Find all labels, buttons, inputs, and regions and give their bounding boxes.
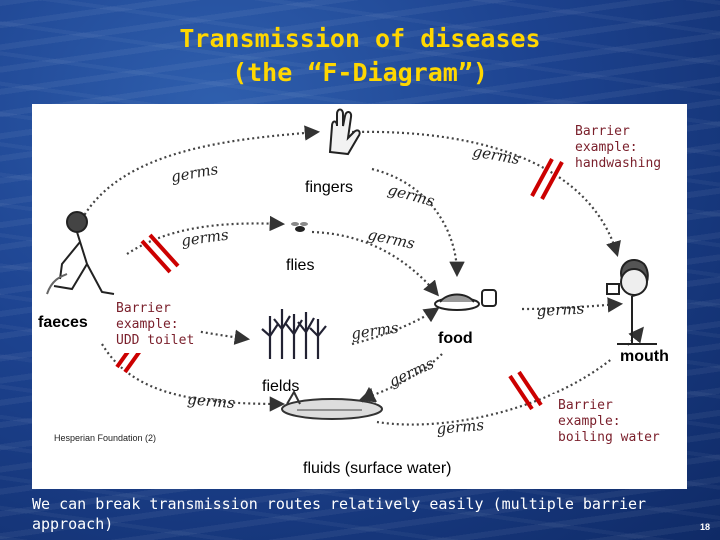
barrier-mark-boiling <box>508 370 543 411</box>
barrier-handwashing-line-1: Barrier <box>575 124 630 139</box>
germs-label-1: germs <box>170 160 220 186</box>
node-faeces: faeces <box>38 314 88 331</box>
footer-line-2: approach) <box>32 515 114 533</box>
germs-label-9: germs <box>436 416 485 438</box>
f-diagram-panel: germs germs germs germs germs germs germ… <box>32 104 687 489</box>
barrier-mark-handwashing <box>530 158 564 200</box>
arrow-food-mouth <box>521 297 624 313</box>
germs-label-6: germs <box>350 318 400 342</box>
barrier-box-handwashing: Barrier example: handwashing <box>569 120 668 176</box>
slide-title: Transmission of diseases (the “F-Diagram… <box>0 22 720 90</box>
footer-line-1: We can break transmission routes relativ… <box>32 495 647 513</box>
title-line-1: Transmission of diseases <box>179 24 541 53</box>
arrow-faeces-flies <box>126 215 286 255</box>
node-fingers: fingers <box>305 179 354 196</box>
barrier-toilet-line-1: Barrier <box>116 301 171 316</box>
node-flies: flies <box>286 257 315 274</box>
title-line-2: (the “F-Diagram”) <box>232 58 488 87</box>
barrier-boiling-line-2: example: <box>558 414 621 429</box>
arrow-fields-food <box>351 307 440 346</box>
germs-label-10: germs <box>386 354 437 391</box>
node-food: food <box>438 330 473 347</box>
f-diagram: germs germs germs germs germs germs germ… <box>46 108 657 443</box>
food-plate-icon <box>434 289 497 311</box>
credit-label: Hesperian Foundation (2) <box>54 433 156 443</box>
drinking-person-icon <box>606 259 657 345</box>
arrow-fluids-mouth <box>376 326 644 426</box>
barrier-handwashing-line-2: example: <box>575 140 638 155</box>
node-fields: fields <box>262 378 300 395</box>
squatting-person-icon <box>46 211 115 295</box>
barrier-toilet-line-3: UDD toilet <box>116 333 195 348</box>
germs-label-3: germs <box>386 180 437 210</box>
page-number: 18 <box>699 522 710 532</box>
barrier-mark-toilet-upper <box>140 233 180 274</box>
hand-icon <box>328 108 361 156</box>
germs-label-5: germs <box>366 225 417 253</box>
barrier-boiling-line-1: Barrier <box>558 398 613 413</box>
fly-icon <box>291 222 308 232</box>
barrier-box-toilet: Barrier example: UDD toilet <box>112 297 199 353</box>
barrier-boiling-line-3: boiling water <box>558 430 660 445</box>
crops-icon <box>261 309 327 359</box>
germs-label-2: germs <box>471 142 521 168</box>
arrow-fingers-food <box>371 167 465 278</box>
barrier-box-boiling: Barrier example: boiling water <box>552 394 666 450</box>
barrier-toilet-line-2: example: <box>116 317 179 332</box>
germs-label-7: germs <box>536 300 585 320</box>
water-body-icon <box>281 386 383 420</box>
node-mouth: mouth <box>612 346 677 368</box>
germs-label-8: germs <box>187 390 236 412</box>
node-fluids: fluids (surface water) <box>303 460 452 477</box>
arrow-faeces-fluids <box>101 343 286 412</box>
footer-text: We can break transmission routes relativ… <box>32 494 672 534</box>
barrier-handwashing-line-3: handwashing <box>575 156 662 171</box>
arrow-faeces-fingers <box>81 125 321 220</box>
